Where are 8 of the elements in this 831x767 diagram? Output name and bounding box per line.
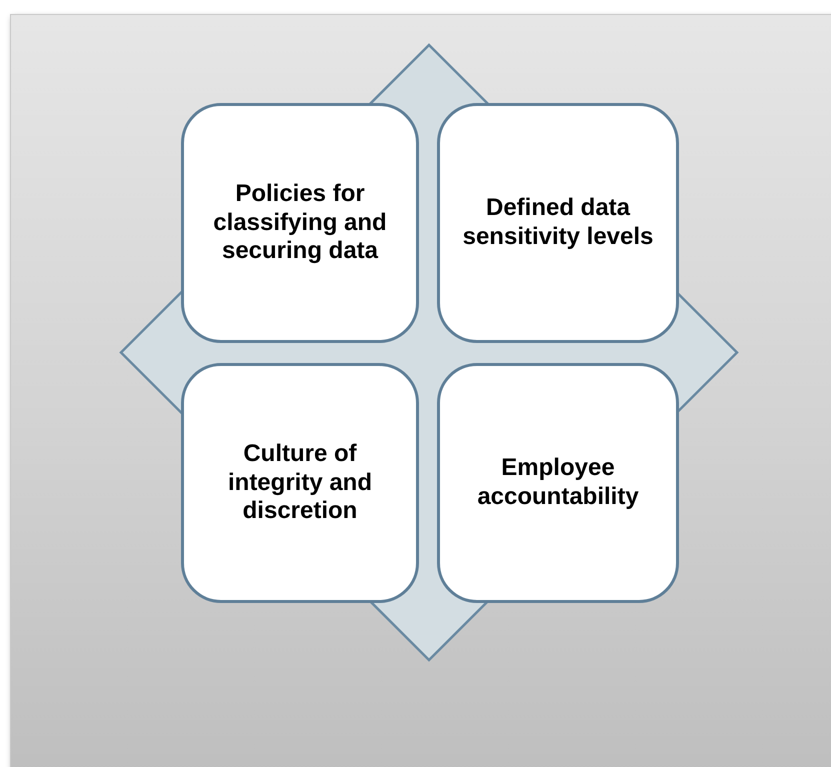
rounded-box <box>181 363 419 603</box>
box-label: Policies for classifying and securing data <box>212 180 388 266</box>
rounded-box <box>437 103 679 343</box>
rounded-box <box>181 103 419 343</box>
box-label: Culture of integrity and discretion <box>226 440 373 526</box>
box-label: Employee accountability <box>476 454 640 512</box>
rounded-box <box>437 363 679 603</box>
box-label: Defined data sensitivity levels <box>462 194 654 252</box>
